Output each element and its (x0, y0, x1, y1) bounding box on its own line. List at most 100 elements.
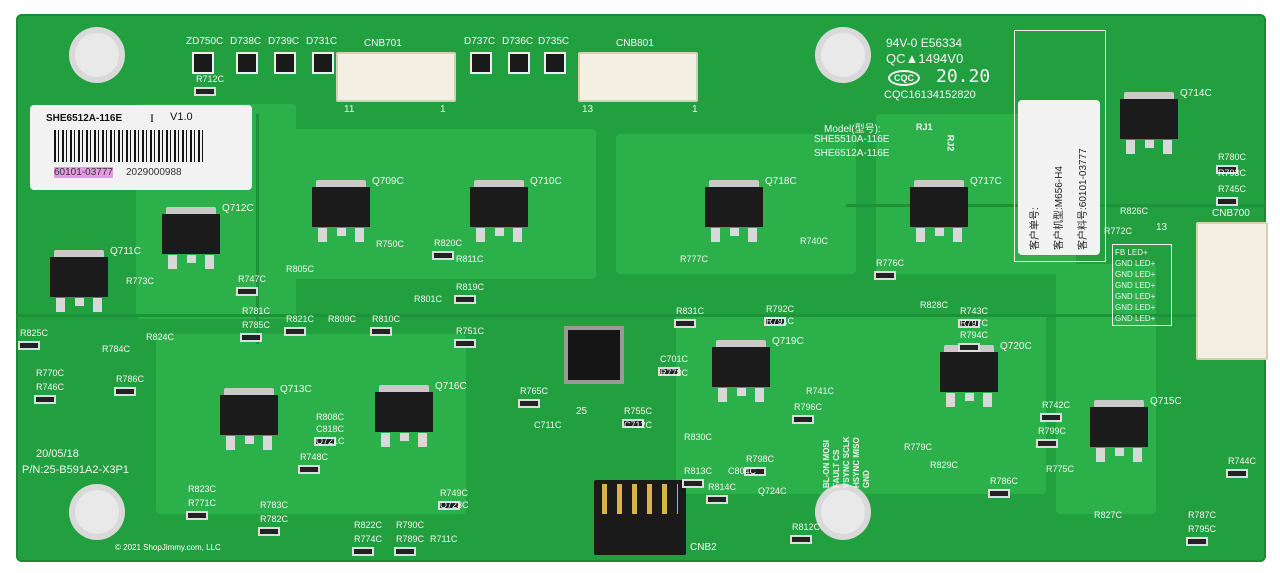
sticker-outline (1014, 30, 1106, 262)
trace (16, 314, 1266, 317)
mosfet-label: Q710C (530, 176, 562, 187)
component-label: R745C (1218, 184, 1247, 194)
component-label: R799C (1038, 426, 1067, 436)
component-label: R789C (396, 534, 425, 544)
component-label: R793C (1218, 168, 1247, 178)
component-label: R830C (684, 432, 713, 442)
diode (312, 52, 334, 74)
component-label: R782C (260, 514, 289, 524)
smd-resistor (518, 399, 540, 408)
component-label: R772C (1104, 226, 1133, 236)
diode-label: D739C (268, 36, 300, 47)
component-label: R825C (20, 328, 49, 338)
mosfet (312, 180, 370, 242)
component-label: R740C (800, 236, 829, 246)
smd-resistor (284, 327, 306, 336)
component-label: R796C (794, 402, 823, 412)
smd-resistor (34, 395, 56, 404)
component-label: R827C (1094, 510, 1123, 520)
component-label: C711C (534, 420, 562, 430)
serial-highlight: 60101-03777 (54, 167, 113, 178)
component-label: R743C (960, 306, 989, 316)
diode-label: D736C (502, 36, 534, 47)
component-label: R809C (328, 314, 357, 324)
component-label: R794C (960, 330, 989, 340)
component-label: R765C (520, 386, 549, 396)
customer-part: 客户料号:60101-03777 (1078, 148, 1089, 250)
smd-resistor (438, 501, 460, 510)
component-label: C804C (728, 466, 757, 476)
mosfet (220, 388, 278, 450)
component-label: R808C (316, 412, 345, 422)
component-label: R786C (116, 374, 145, 384)
component-label: R781C (242, 306, 271, 316)
component-label: R711C (430, 534, 458, 544)
component-label: R831C (676, 306, 705, 316)
component-label: R750C (376, 239, 405, 249)
connector-cnb701 (336, 52, 456, 102)
mosfet-label: Q713C (280, 384, 312, 395)
mosfet (1090, 400, 1148, 462)
smd-resistor (1040, 413, 1062, 422)
diode (470, 52, 492, 74)
smd-resistor (874, 271, 896, 280)
component-label: R828C (920, 300, 949, 310)
component-label: C818C (316, 424, 345, 434)
smd-resistor (454, 295, 476, 304)
connector-cnb2 (594, 480, 686, 555)
component-label: R810C (372, 314, 401, 324)
smd-resistor (988, 489, 1010, 498)
smd-resistor (18, 341, 40, 350)
smd-resistor (114, 387, 136, 396)
component-label: R797C (960, 318, 989, 328)
cnb700-label: CNB700 (1212, 208, 1250, 219)
component-label: R819C (456, 282, 485, 292)
model-option: SHE5510A-116E (814, 134, 890, 145)
copper-pour (1056, 264, 1156, 514)
component-label: R814C (708, 482, 737, 492)
mosfet-label: Q717C (970, 176, 1002, 187)
component-label: R748C (300, 452, 329, 462)
mosfet (712, 340, 770, 402)
component-label: Q721C (316, 436, 345, 446)
cqc-number: CQC16134152820 (884, 89, 976, 101)
customer-model: 客户机型:M656-H4 (1054, 166, 1065, 250)
component-label: R823C (188, 484, 217, 494)
cnb701-label: CNB701 (364, 38, 402, 49)
component-label: R821C (286, 314, 315, 324)
smd-resistor (186, 511, 208, 520)
component-label: R784C (102, 344, 131, 354)
component-label: R755C (624, 406, 653, 416)
smd-resistor (194, 87, 216, 96)
trace (256, 114, 259, 344)
diode-label: D737C (464, 36, 496, 47)
component-label: R813C (684, 466, 713, 476)
pin-label: 13 (1156, 222, 1168, 233)
mosfet-label: Q712C (222, 203, 254, 214)
diode (236, 52, 258, 74)
mounting-hole (821, 490, 865, 534)
model-title: Model(型号): (824, 124, 881, 135)
diode-label: D735C (538, 36, 570, 47)
component-label: R712C (196, 74, 225, 84)
component-label: R774C (354, 534, 383, 544)
smd-resistor (370, 327, 392, 336)
rj2-label: RJ2 (945, 134, 956, 152)
component-label: R812C (792, 522, 821, 532)
component-label: R751C (456, 326, 485, 336)
cnb2-label: CNB2 (690, 542, 717, 553)
component-label: R829C (930, 460, 959, 470)
smd-resistor (1216, 197, 1238, 206)
smd-resistor (454, 339, 476, 348)
cnb801-label: CNB801 (616, 38, 654, 49)
smd-resistor (792, 415, 814, 424)
smd-resistor (1216, 165, 1238, 174)
mosfet-label: Q719C (772, 336, 804, 347)
smd-resistor (790, 535, 812, 544)
diode (192, 52, 214, 74)
serial-number: 2029000988 (126, 167, 182, 178)
rj1-label: RJ1 (916, 122, 933, 132)
component-label: R741C (806, 386, 835, 396)
customer-order: 客户单号: (1030, 207, 1041, 250)
mounting-hole (821, 33, 865, 77)
